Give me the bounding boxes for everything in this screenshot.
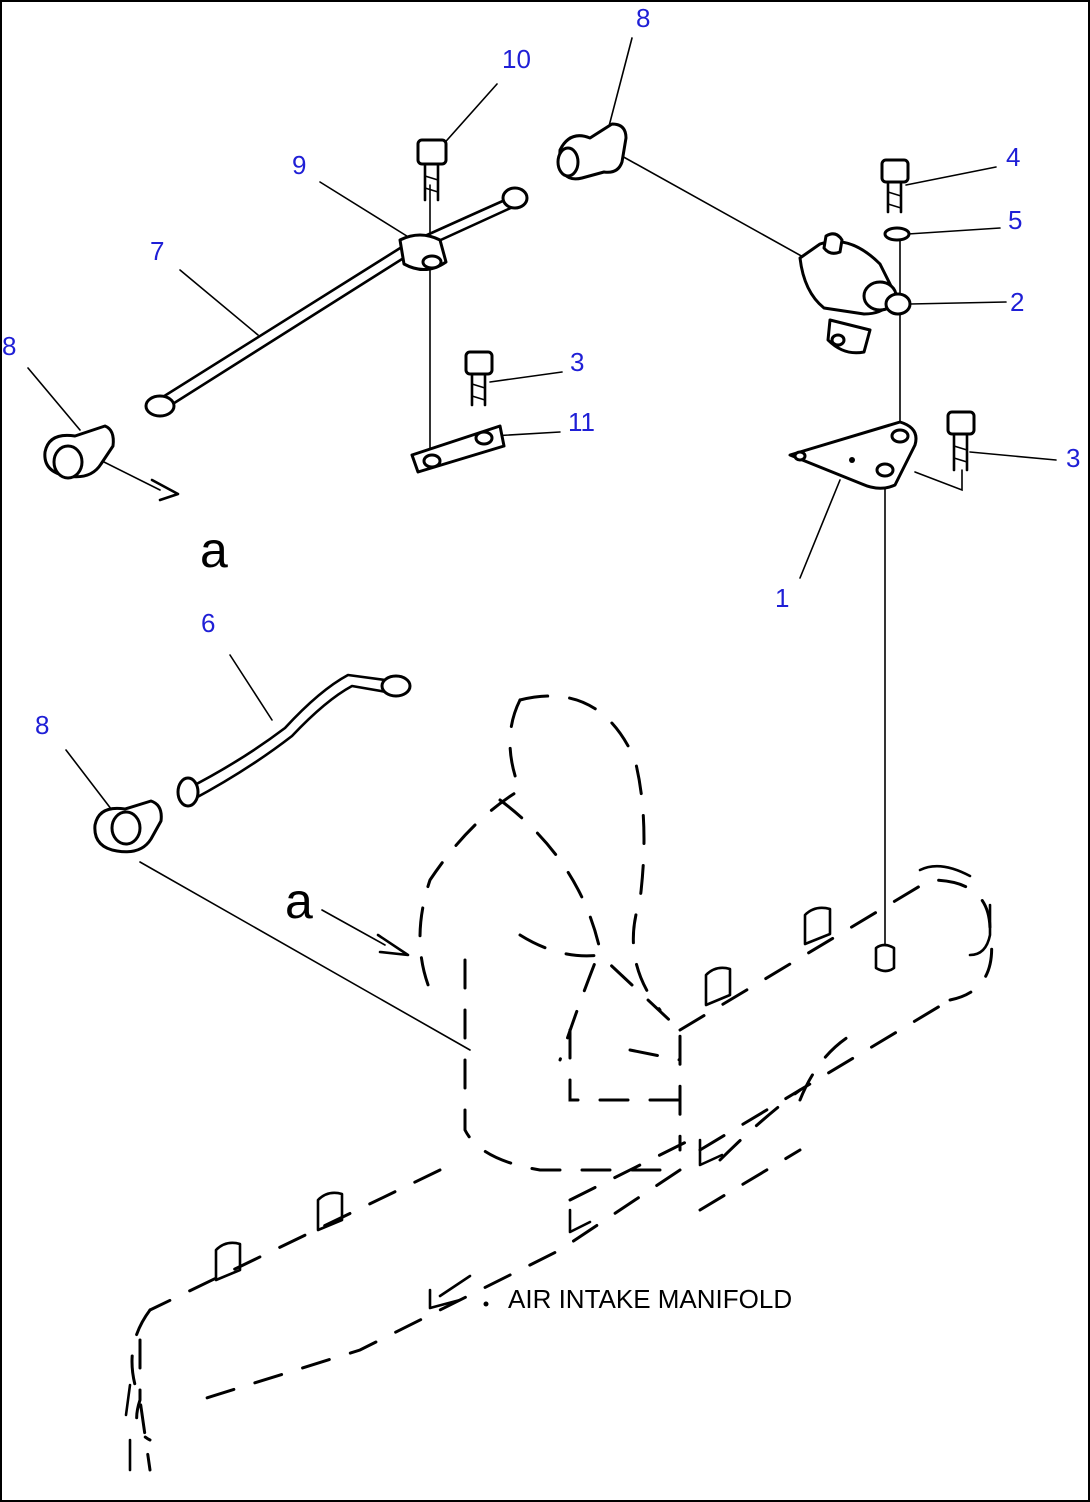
part-11-bracket	[410, 424, 506, 474]
callout-5: 5	[1008, 205, 1022, 235]
part-4-bolt	[880, 158, 910, 214]
view-marker-a-lower: a	[285, 873, 313, 929]
part-7-cable	[144, 186, 529, 418]
callout-11: 11	[568, 407, 595, 437]
callout-labels: 8 10 9 7 8 3 11 6 8 4 5 2 3 1	[2, 3, 1080, 740]
callout-4: 4	[1006, 142, 1020, 172]
part-6-cable	[176, 673, 412, 808]
part-1-plate	[788, 420, 918, 490]
part-3-bolt-right	[946, 410, 976, 472]
callout-1: 1	[775, 583, 789, 613]
callout-3: 3	[1066, 443, 1080, 473]
callout-8: 8	[636, 3, 650, 33]
callout-6: 6	[201, 608, 215, 638]
part-8-top-elbow	[556, 122, 628, 181]
view-markers: a a	[200, 522, 313, 929]
assembly-lines	[95, 154, 963, 1051]
callout-8: 8	[35, 710, 49, 740]
callout-8: 8	[2, 331, 16, 361]
part-8-lower-elbow	[93, 799, 163, 854]
part-5-washer	[883, 226, 911, 242]
view-marker-a-upper: a	[200, 522, 228, 578]
callout-9: 9	[292, 150, 306, 180]
part-10-bolt	[416, 138, 448, 202]
part-8-left-elbow	[43, 424, 115, 480]
part-3-bolt-mid	[464, 350, 494, 407]
callout-7: 7	[150, 236, 164, 266]
part-2-sensor	[798, 232, 912, 355]
engine-phantom	[124, 694, 994, 1472]
callout-3: 3	[570, 347, 584, 377]
caption-dot	[483, 1301, 489, 1307]
manifold-caption: AIR INTAKE MANIFOLD	[508, 1284, 792, 1314]
callout-10: 10	[502, 44, 531, 74]
callout-2: 2	[1010, 287, 1024, 317]
